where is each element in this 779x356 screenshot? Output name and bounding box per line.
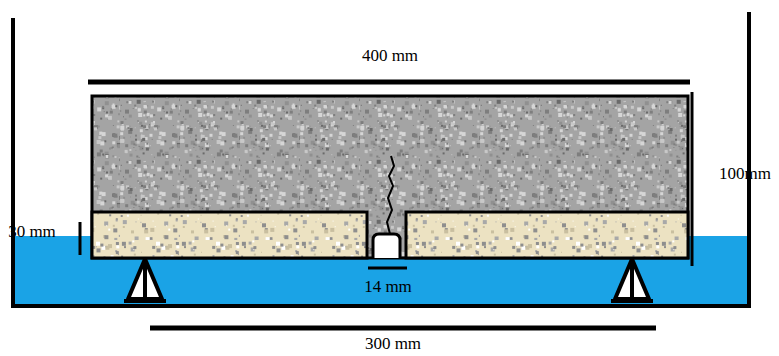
dimension-line-span [150, 326, 656, 331]
dimension-line-layer [79, 222, 82, 255]
dimension-span: 300 mm [365, 335, 421, 354]
dimension-line-height [691, 92, 694, 266]
dimension-length: 400 mm [362, 47, 418, 66]
notch [373, 234, 400, 258]
bottom-layer-left [92, 212, 367, 258]
dimension-line-notch [368, 267, 407, 270]
support-left [124, 259, 166, 301]
support-right [611, 259, 653, 301]
dimension-notch: 14 mm [364, 278, 412, 297]
dimension-line-length [88, 80, 690, 85]
dimension-height: 100mm [719, 165, 771, 184]
bottom-layer-right [406, 212, 688, 258]
dimension-layer: 30 mm [8, 223, 56, 242]
concrete-beam [92, 96, 688, 258]
water-tank [13, 12, 749, 306]
crack [387, 156, 394, 234]
